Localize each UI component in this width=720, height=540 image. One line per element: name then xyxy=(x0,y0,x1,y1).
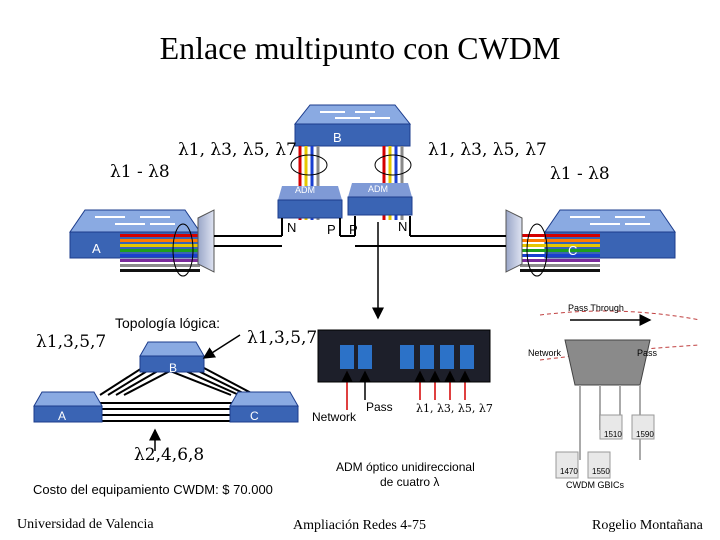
mux-loop-right xyxy=(526,223,548,277)
device-pass-label: Pass xyxy=(366,400,393,414)
device-lambdas: λ1, λ3, λ5, λ7 xyxy=(416,402,493,415)
switch-b-logical xyxy=(139,341,205,373)
switch-a-logical xyxy=(33,391,103,423)
footer-left: Universidad de Valencia xyxy=(17,517,154,532)
lambda-right-outer: λ1 - λ8 xyxy=(550,164,610,184)
lambda-left-inner: λ1, λ3, λ5, λ7 xyxy=(178,140,297,160)
module-pass: Pass xyxy=(637,348,658,358)
wavelength-loop-right xyxy=(374,154,412,176)
arrow-right-lambda xyxy=(202,334,241,359)
mux-loop-left xyxy=(172,223,194,277)
lambda-right-inner: λ1, λ3, λ5, λ7 xyxy=(428,140,547,160)
switch-b-label: B xyxy=(333,130,342,145)
switch-c-label: C xyxy=(568,243,578,258)
device-network-label: Network xyxy=(312,410,357,424)
cwdm-module-illustration xyxy=(539,310,701,479)
port-n-right: N xyxy=(398,219,408,234)
adm-left-label: ADM xyxy=(295,185,315,195)
cost-text: Costo del equipamiento CWDM: $ 70.000 xyxy=(33,482,273,497)
port-p-left: P xyxy=(327,222,336,237)
page-title: Enlace multipunto con CWDM xyxy=(159,30,561,66)
logical-lambda-right: λ1,3,5,7 xyxy=(247,328,318,348)
footer-right: Rogelio Montañana xyxy=(592,518,703,533)
device-caption-line1: ADM óptico unidireccional xyxy=(336,460,475,474)
logical-topology-heading: Topología lógica: xyxy=(115,315,221,331)
adm-left-box xyxy=(277,186,343,219)
gbic-1470-label: 1470 xyxy=(560,467,578,476)
port-n-left: N xyxy=(287,220,297,235)
port-p-right: P xyxy=(349,222,358,237)
adm-right-label: ADM xyxy=(368,184,388,194)
fibers-left xyxy=(120,234,200,272)
adm-device-photo xyxy=(317,329,491,383)
adm-right-box xyxy=(347,183,413,216)
footer-center: Ampliación Redes 4-75 xyxy=(293,518,426,533)
module-network: Network xyxy=(528,348,562,358)
gbic-1510-label: 1510 xyxy=(604,430,622,439)
switch-b-physical xyxy=(293,104,412,147)
mux-left xyxy=(197,209,215,273)
logical-lambda-left: λ1,3,5,7 xyxy=(36,332,107,352)
cwdm-gbics-label: CWDM GBICs xyxy=(566,480,624,490)
module-pass-through: Pass Through xyxy=(568,303,624,313)
trunk-fibers xyxy=(214,216,506,247)
logical-switch-c-label: C xyxy=(250,409,259,423)
logical-lambda-bottom: λ2,4,6,8 xyxy=(134,445,205,465)
logical-switch-b-label: B xyxy=(169,361,178,375)
wavelength-loop-left xyxy=(290,154,328,176)
gbic-1550-label: 1550 xyxy=(592,467,610,476)
switch-c-logical xyxy=(229,391,299,423)
switch-a-label: A xyxy=(92,241,101,256)
logical-switch-a-label: A xyxy=(58,409,67,423)
gbic-1590-label: 1590 xyxy=(636,430,654,439)
device-caption-line2: de cuatro λ xyxy=(380,475,440,489)
mux-right xyxy=(505,209,523,273)
fibers-right xyxy=(520,234,600,272)
lambda-left-outer: λ1 - λ8 xyxy=(110,162,170,182)
